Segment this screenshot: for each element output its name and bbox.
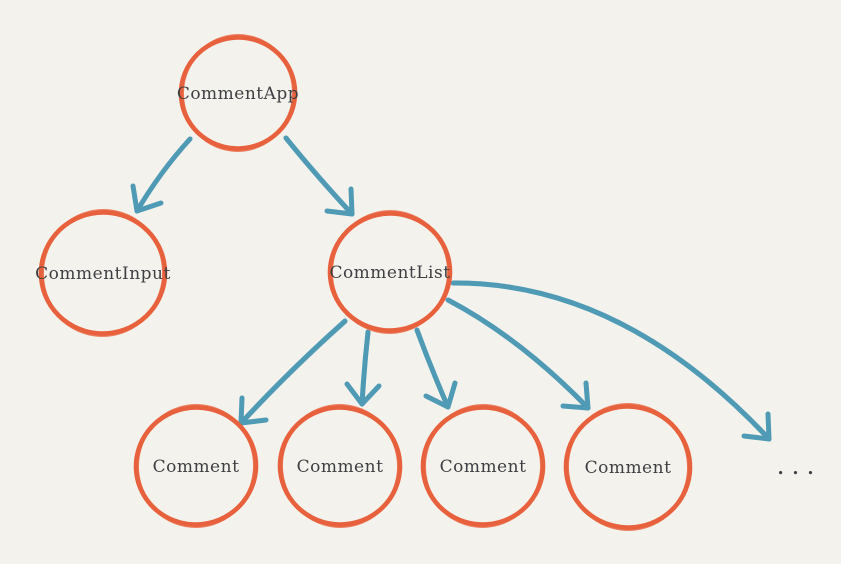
arrow-shaft-texture (362, 331, 371, 405)
arrow-shaft-texture (137, 136, 193, 211)
arrow-shaft (450, 280, 772, 442)
arrow-shaft (359, 329, 371, 407)
arrowhead-icon (423, 380, 458, 410)
arrow-shaft-texture (241, 321, 348, 426)
arrow-shaft (238, 318, 348, 426)
arrow-shaft-texture (283, 136, 352, 214)
arrow-shaft-texture (452, 280, 771, 439)
node-comment-4: Comment (563, 403, 693, 531)
diagram-edges (130, 135, 772, 442)
node-comment-2: Comment (277, 404, 403, 528)
arrowhead-icon (238, 395, 269, 426)
node-circle-texture (329, 210, 451, 334)
node-label: Comment (585, 458, 672, 478)
arrow-shaft (414, 327, 451, 410)
node-label: Comment (297, 457, 384, 477)
edge-commentlist-comment-4 (445, 297, 591, 411)
node-circle-texture (422, 404, 544, 528)
node-comment-app: CommentApp (177, 34, 299, 152)
node-label: Comment (153, 457, 240, 477)
arrow-shaft (445, 297, 591, 411)
node-comment-input: CommentInput (35, 209, 171, 337)
arrow-shaft (134, 136, 193, 214)
edge-commentlist-more (450, 280, 772, 442)
arrow-shaft-texture (414, 329, 448, 409)
arrowhead-icon (324, 186, 355, 217)
edge-commentlist-comment-3 (414, 327, 458, 410)
arrowhead-icon (130, 183, 164, 214)
edge-commentapp-commentlist (283, 135, 355, 217)
node-comment-3: Comment (420, 404, 546, 528)
arrow-shaft-texture (448, 297, 590, 408)
node-circle-texture (135, 404, 257, 528)
edge-commentlist-comment-1 (238, 318, 348, 426)
more-nodes-ellipsis: ... (777, 451, 822, 480)
node-comment-1: Comment (133, 404, 259, 528)
arrowhead-icon (560, 380, 591, 411)
node-circle-texture (565, 403, 691, 531)
node-label: CommentList (329, 263, 450, 283)
node-circle-texture (279, 404, 401, 528)
node-circle-texture (40, 209, 166, 337)
node-label: Comment (440, 457, 527, 477)
edge-commentapp-commentinput (130, 136, 193, 214)
arrow-shaft (283, 135, 355, 217)
node-label: CommentApp (177, 84, 299, 104)
node-label: CommentInput (35, 264, 171, 284)
arrowhead-icon (741, 411, 772, 442)
diagram-nodes: CommentApp CommentInput CommentList Comm… (35, 34, 693, 531)
node-comment-list: CommentList (327, 210, 453, 334)
edge-commentlist-comment-2 (344, 329, 382, 407)
arrowhead-icon (344, 381, 382, 407)
node-circle-texture (180, 34, 296, 152)
